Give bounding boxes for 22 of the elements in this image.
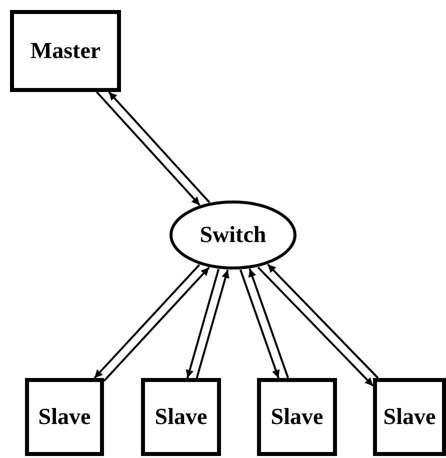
node-label: Master bbox=[30, 38, 101, 64]
node-label: Slave bbox=[154, 404, 208, 430]
node-label: Slave bbox=[383, 404, 436, 430]
arrow bbox=[94, 264, 200, 379]
node-label: Slave bbox=[270, 404, 324, 430]
switch-ellipse bbox=[169, 200, 297, 270]
device-box bbox=[373, 378, 446, 456]
arrow bbox=[96, 91, 200, 206]
device-box bbox=[141, 378, 221, 456]
arrow bbox=[103, 266, 210, 382]
arrow bbox=[196, 270, 230, 378]
arrow bbox=[108, 91, 210, 204]
arrow bbox=[257, 266, 374, 387]
node-label: Switch bbox=[200, 222, 266, 248]
arrow bbox=[240, 269, 280, 378]
device-box bbox=[257, 378, 337, 456]
arrow bbox=[186, 268, 220, 378]
device-box bbox=[10, 10, 121, 92]
arrow bbox=[248, 268, 289, 378]
node-label: Slave bbox=[38, 404, 91, 430]
device-box bbox=[25, 378, 104, 456]
arrow bbox=[267, 264, 379, 379]
